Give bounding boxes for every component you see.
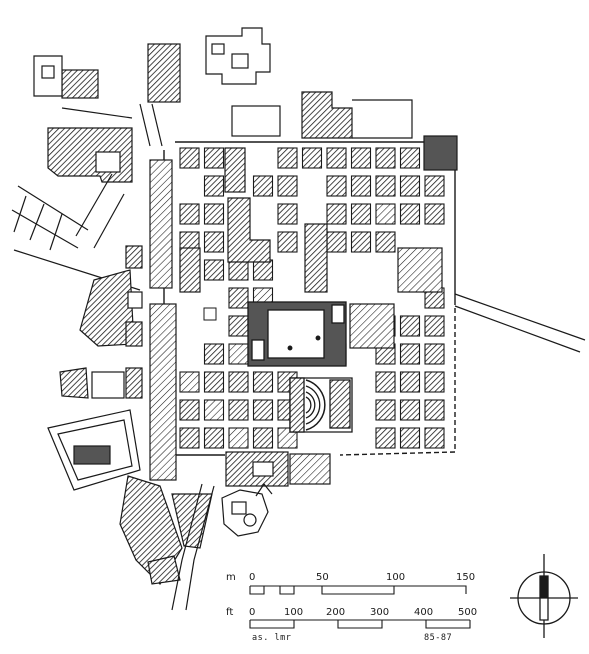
imperial-tick-300: 300 bbox=[370, 607, 389, 618]
insula-block bbox=[375, 427, 396, 449]
insula-block bbox=[301, 147, 323, 169]
insula-block bbox=[203, 259, 225, 281]
insula-block bbox=[277, 147, 298, 169]
imperial-tick-100: 100 bbox=[284, 607, 303, 618]
metric-tick-100: 100 bbox=[386, 572, 405, 583]
insula-block bbox=[326, 203, 347, 225]
insula-block bbox=[203, 427, 225, 449]
block-l-shaped bbox=[227, 197, 271, 263]
imperial-tick-500: 500 bbox=[458, 607, 477, 618]
insula-block bbox=[277, 427, 298, 449]
insula-block bbox=[350, 203, 372, 225]
insula-block bbox=[252, 399, 274, 421]
north-arrow-icon bbox=[510, 554, 578, 638]
insula-block bbox=[326, 231, 347, 253]
insula-block bbox=[399, 399, 421, 421]
insula-block bbox=[179, 147, 200, 169]
insula-block bbox=[399, 203, 421, 225]
south-church bbox=[221, 482, 273, 537]
insula-block bbox=[179, 427, 200, 449]
credit-author: as. lmr bbox=[252, 633, 291, 643]
insula-block bbox=[424, 343, 445, 365]
insula-block bbox=[252, 259, 274, 281]
open-lot bbox=[203, 307, 217, 321]
insula-block bbox=[375, 175, 396, 197]
insula-block bbox=[424, 315, 445, 337]
theatre bbox=[289, 377, 353, 433]
metric-tick-50: 50 bbox=[316, 572, 329, 583]
insula-block bbox=[228, 427, 249, 449]
insula-block bbox=[350, 231, 372, 253]
block-west-large bbox=[179, 247, 201, 293]
insula-block bbox=[203, 147, 225, 169]
insula-block bbox=[277, 175, 298, 197]
block-west-strip bbox=[149, 159, 173, 289]
insula-block bbox=[228, 371, 249, 393]
block-northeast-corner bbox=[423, 135, 458, 171]
block-east-large bbox=[397, 247, 443, 293]
public-buildings bbox=[149, 135, 458, 481]
forum-complex bbox=[247, 301, 347, 367]
insula-block bbox=[326, 175, 347, 197]
insula-block bbox=[203, 399, 225, 421]
block-east-mid bbox=[349, 303, 395, 349]
insula-block bbox=[228, 399, 249, 421]
insula-block bbox=[179, 371, 200, 393]
insula-block bbox=[399, 147, 421, 169]
insula-block bbox=[424, 399, 445, 421]
insula-block bbox=[326, 147, 347, 169]
insula-block bbox=[350, 147, 372, 169]
north-buildings bbox=[33, 27, 413, 139]
insula-block bbox=[375, 371, 396, 393]
metric-tick-150: 150 bbox=[456, 572, 475, 583]
block-west-lower bbox=[149, 303, 177, 481]
insula-block bbox=[277, 231, 298, 253]
imperial-tick-400: 400 bbox=[414, 607, 433, 618]
insula-block bbox=[228, 259, 249, 281]
insula-block bbox=[424, 427, 445, 449]
insula-block bbox=[179, 203, 200, 225]
insula-block bbox=[203, 175, 225, 197]
west-suburbs bbox=[11, 107, 213, 585]
insula-block bbox=[350, 175, 372, 197]
insula-block bbox=[228, 315, 249, 337]
insula-block bbox=[424, 175, 445, 197]
insula-block bbox=[203, 203, 225, 225]
insula-block bbox=[252, 427, 274, 449]
roads bbox=[139, 103, 586, 611]
insula-block bbox=[424, 203, 445, 225]
insula-block bbox=[375, 147, 396, 169]
insula-block bbox=[399, 175, 421, 197]
insula-block bbox=[203, 371, 225, 393]
insula-block bbox=[252, 175, 274, 197]
imperial-unit-label: ft bbox=[226, 607, 233, 618]
metric-tick-0: 0 bbox=[249, 572, 255, 583]
insula-block bbox=[203, 231, 225, 253]
insula-block bbox=[179, 399, 200, 421]
insula-block bbox=[277, 203, 298, 225]
block-north-merged bbox=[224, 147, 246, 193]
insula-block bbox=[203, 343, 225, 365]
imperial-tick-200: 200 bbox=[326, 607, 345, 618]
credit-year: 85-87 bbox=[424, 633, 452, 643]
insula-block bbox=[375, 203, 396, 225]
insula-block bbox=[399, 371, 421, 393]
insula-block bbox=[228, 287, 249, 309]
insula-block bbox=[228, 343, 249, 365]
insula-block bbox=[399, 343, 421, 365]
block-mid-tall bbox=[304, 223, 328, 293]
insula-block bbox=[375, 231, 396, 253]
scale-bar-metric: m 0 50 100 150 bbox=[226, 572, 475, 595]
metric-unit-label: m bbox=[226, 572, 236, 583]
insula-block bbox=[399, 315, 421, 337]
insula-block bbox=[252, 371, 274, 393]
imperial-tick-0: 0 bbox=[249, 607, 255, 618]
insula-block bbox=[424, 371, 445, 393]
scale-bar-imperial: ft 0 100 200 300 400 500 bbox=[226, 607, 477, 629]
south-building bbox=[225, 451, 331, 487]
insula-block bbox=[399, 427, 421, 449]
insula-block bbox=[375, 399, 396, 421]
